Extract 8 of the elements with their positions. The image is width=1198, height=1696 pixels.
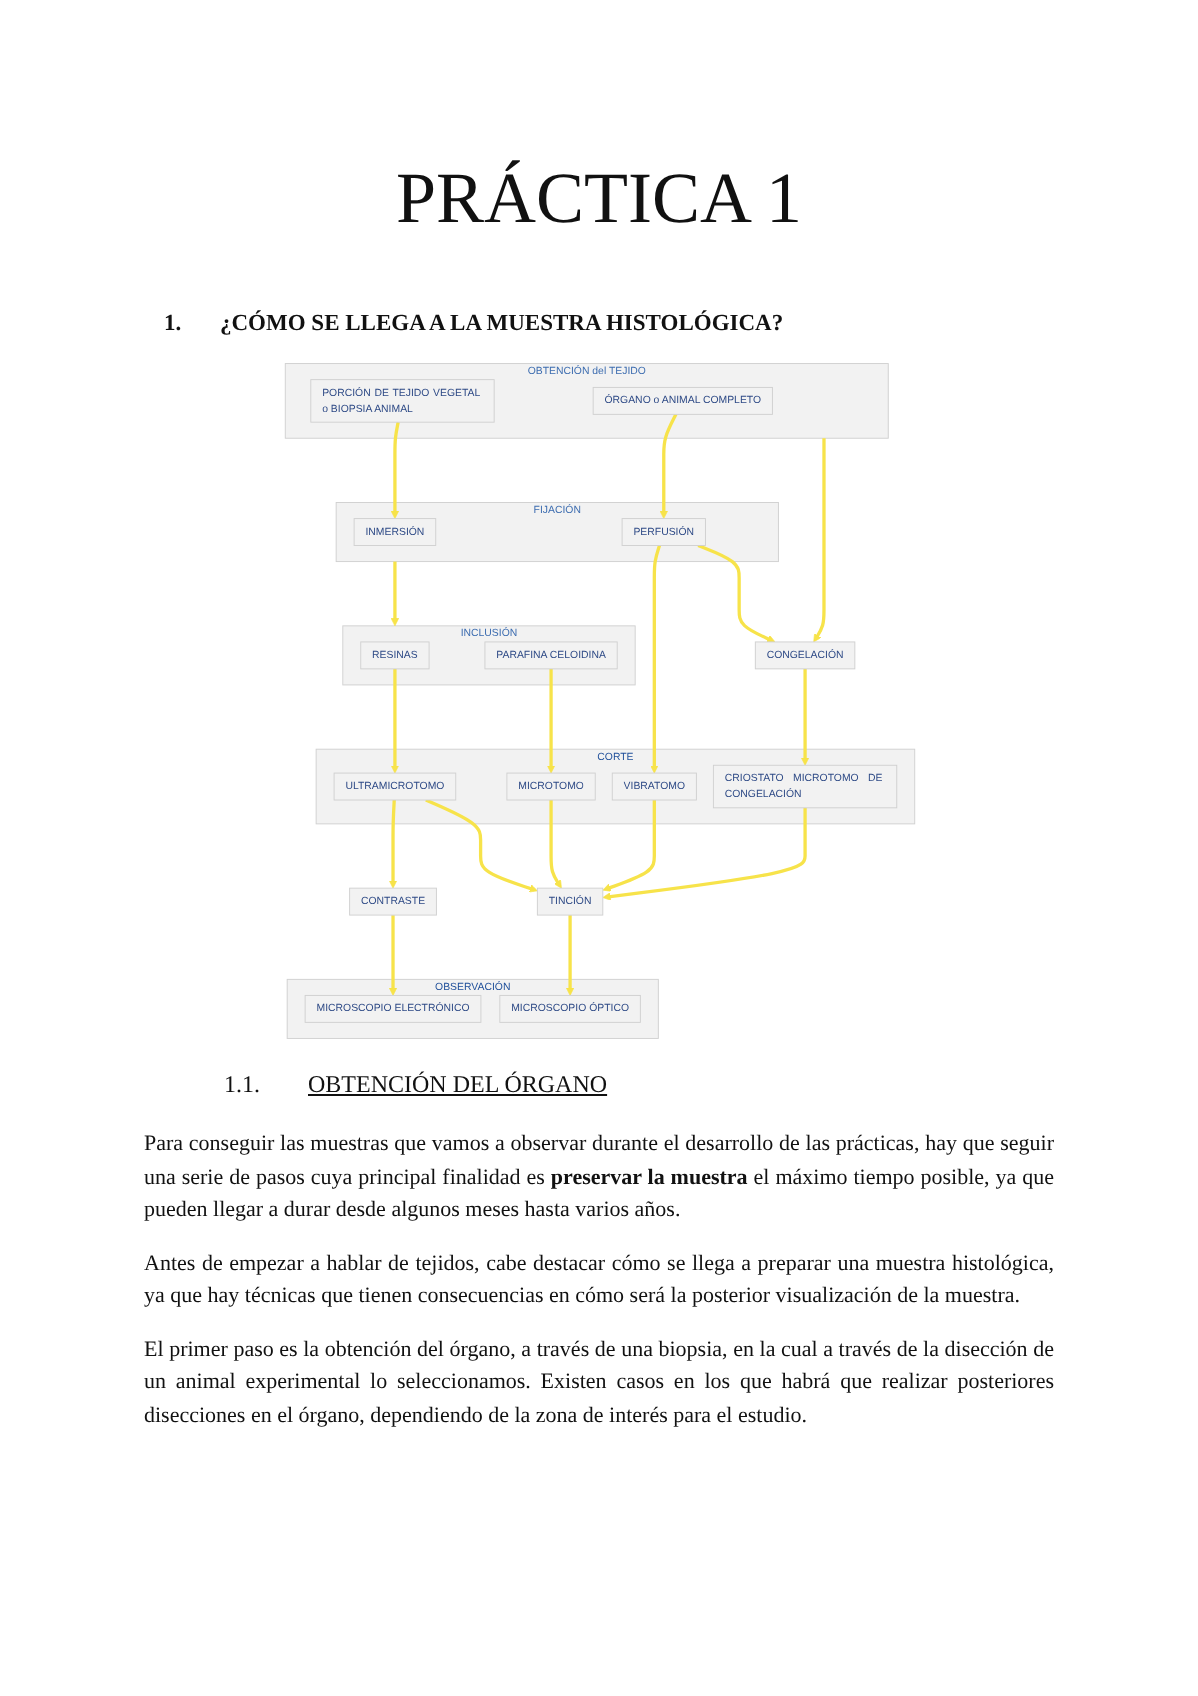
- page-title: PRÁCTICA 1: [393, 156, 805, 240]
- subsection-number: 1.1.: [224, 1070, 262, 1100]
- subsection-heading: OBTENCIÓN DEL ÓRGANO: [308, 1070, 608, 1100]
- paragraph: Para conseguir las muestras que vamos a observar durante el desarrollo de las prácticas, hay que seguir una serie de pasos cuya principal finalidad es preservar la muestra el máximo tiempo posible, ya que pueden llegar a durar desde algunos meses hasta varios años.: [144, 1130, 1054, 1226]
- paragraph: El primer paso es la obtención del órgano, a través de una biopsia, en la cual a través de la disección de un animal experimental lo seleccionamos. Existen casos en los que habrá que realizar posteriores disecciones en el órgano, dependiendo de la zona de interés para el estudio.: [144, 1335, 1054, 1431]
- paragraph: Antes de empezar a hablar de tejidos, cabe destacar cómo se llega a preparar una muestra histológica, ya que hay técnicas que tienen consecuencias en cómo será la posterior visualización de la muestra.: [144, 1249, 1054, 1312]
- section-number: 1.: [164, 312, 184, 336]
- section-heading: ¿CÓMO SE LLEGA A LA MUESTRA HISTOLÓGICA?: [220, 312, 784, 336]
